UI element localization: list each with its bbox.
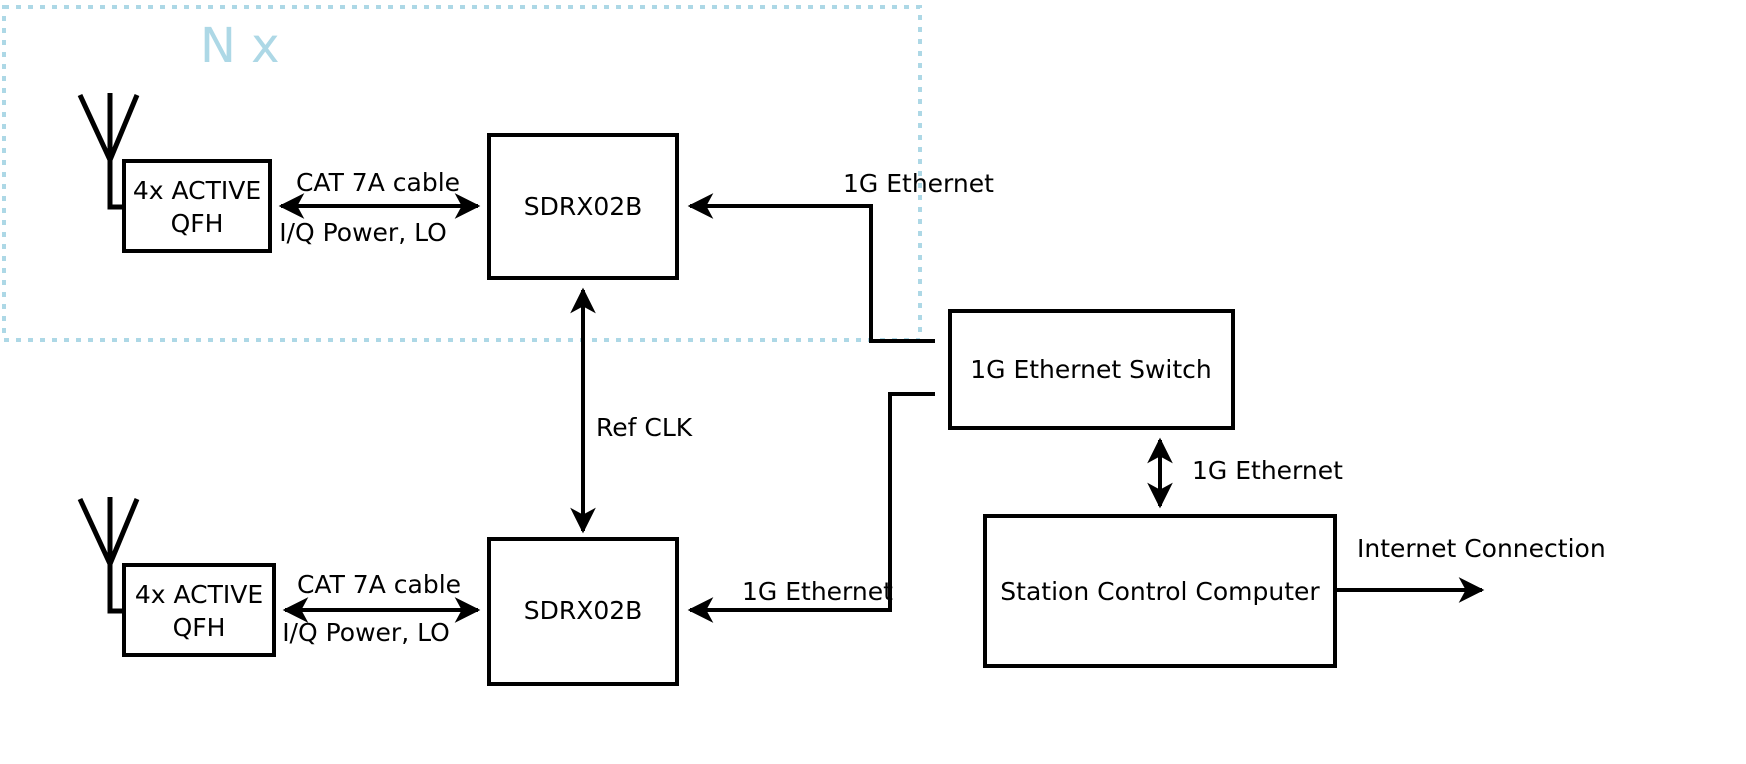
- block-qfh-bottom-label-line1: 4x ACTIVE: [135, 580, 263, 609]
- link-label-cat7a-bottom: CAT 7A cable: [297, 570, 461, 599]
- block-ethernet-switch-label: 1G Ethernet Switch: [970, 355, 1212, 384]
- block-sdr-bottom-label: SDRX02B: [524, 596, 643, 625]
- link-label-refclk: Ref CLK: [596, 413, 693, 442]
- link-label-cat7a-top: CAT 7A cable: [296, 168, 460, 197]
- link-label-eth-switch-computer: 1G Ethernet: [1192, 456, 1343, 485]
- block-sdr-bottom[interactable]: [487, 537, 679, 686]
- block-ethernet-switch[interactable]: [948, 309, 1235, 430]
- link-label-eth-top: 1G Ethernet: [843, 169, 994, 198]
- link-label-internet: Internet Connection: [1357, 534, 1606, 563]
- antenna-icon-top: [77, 93, 140, 210]
- link-label-iq-bottom: I/Q Power, LO: [282, 618, 450, 647]
- replication-group-label: N x: [200, 18, 280, 74]
- block-station-control-computer-label: Station Control Computer: [1000, 577, 1320, 606]
- block-sdr-top[interactable]: [487, 133, 679, 280]
- replication-group-border: [2, 5, 922, 342]
- block-qfh-bottom-label-line2: QFH: [173, 613, 226, 642]
- link-eth-sdr-bottom: [687, 392, 935, 623]
- link-label-eth-bottom: 1G Ethernet: [742, 577, 893, 606]
- link-eth-sdr-top: [687, 193, 935, 343]
- block-sdr-top-label: SDRX02B: [524, 192, 643, 221]
- block-station-control-computer[interactable]: [983, 514, 1337, 668]
- antenna-icon-bottom: [77, 497, 140, 614]
- block-qfh-top-label-line1: 4x ACTIVE: [133, 176, 261, 205]
- link-label-iq-top: I/Q Power, LO: [279, 218, 447, 247]
- block-qfh-top[interactable]: [122, 159, 272, 253]
- block-qfh-bottom[interactable]: [122, 563, 276, 657]
- block-qfh-top-label-line2: QFH: [171, 209, 224, 238]
